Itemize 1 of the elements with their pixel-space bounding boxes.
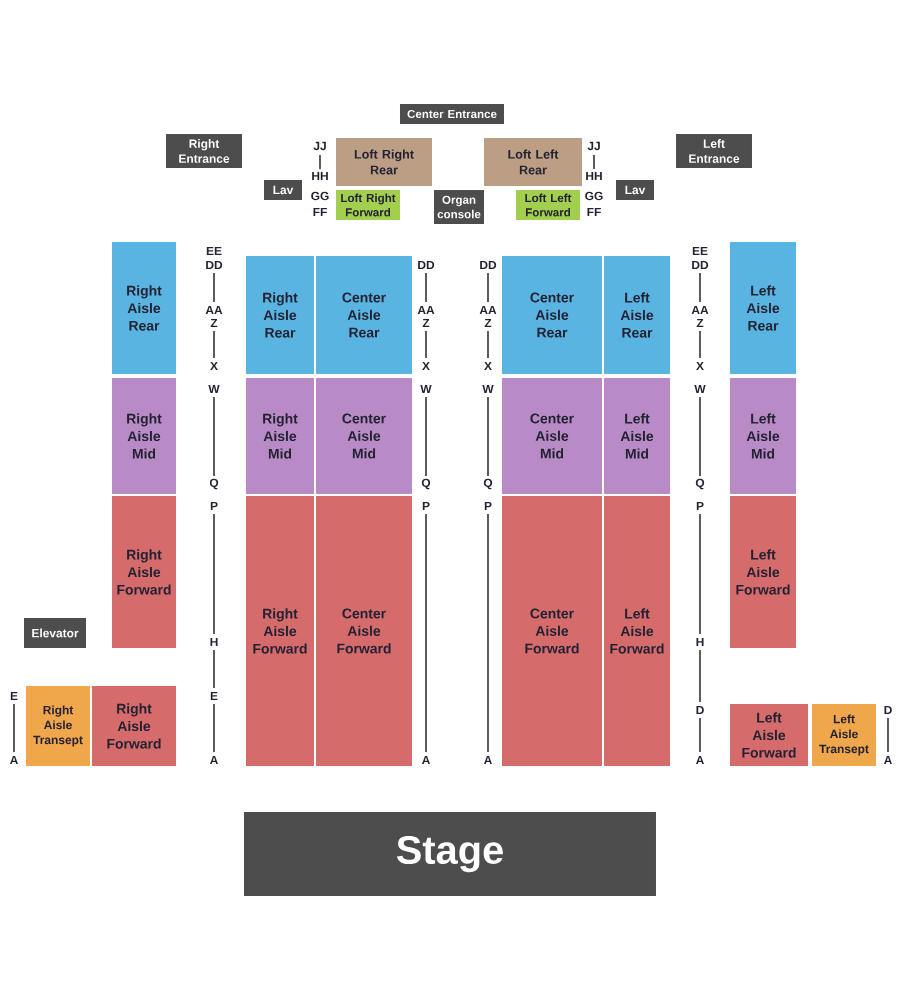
stage: Stage: [244, 812, 656, 896]
